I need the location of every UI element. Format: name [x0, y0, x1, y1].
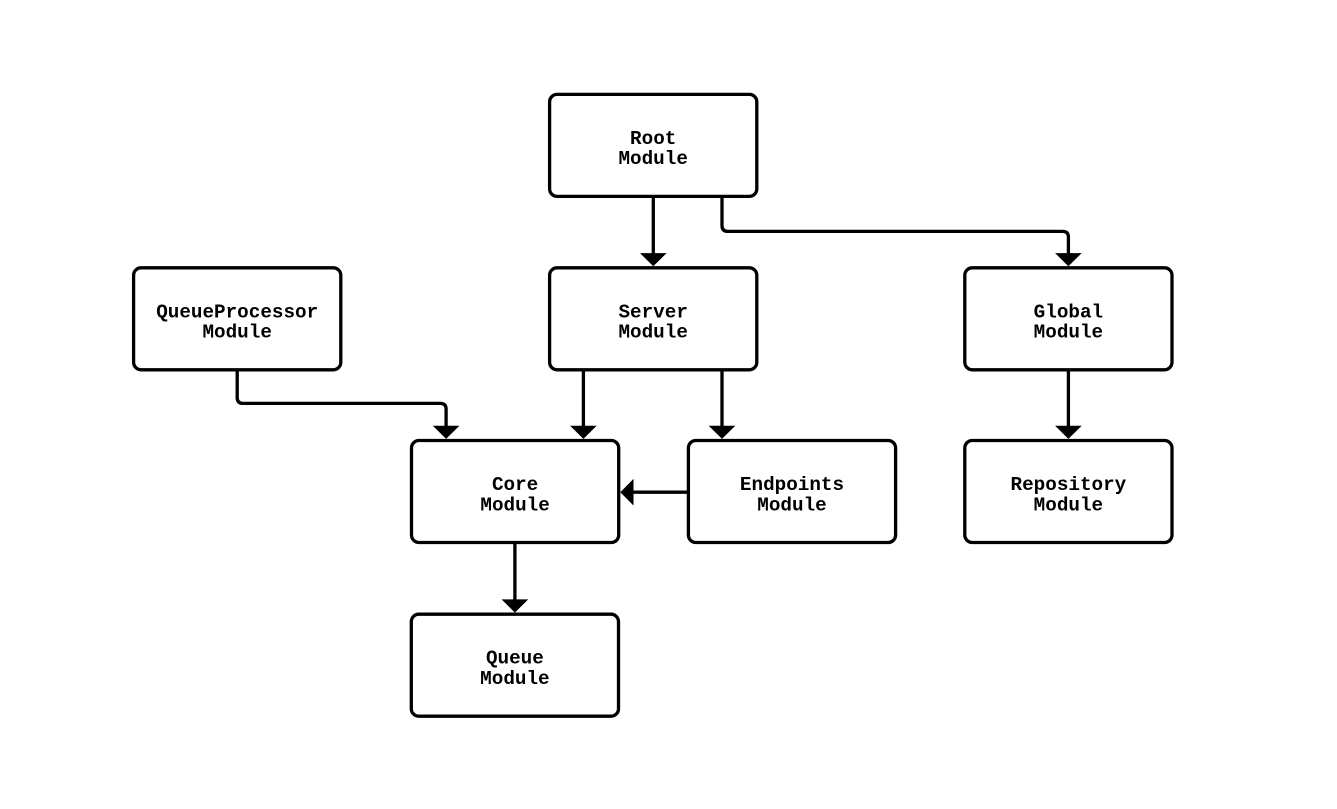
svg-text:Module: Module — [1034, 322, 1103, 344]
svg-text:Server: Server — [618, 301, 687, 323]
svg-text:Queue: Queue — [486, 648, 544, 670]
svg-text:Module: Module — [202, 322, 271, 344]
svg-text:Module: Module — [480, 668, 549, 690]
svg-text:Module: Module — [618, 148, 687, 170]
svg-text:QueueProcessor: QueueProcessor — [156, 301, 318, 323]
svg-text:Root: Root — [630, 128, 676, 150]
svg-text:Core: Core — [492, 474, 538, 496]
svg-text:Endpoints: Endpoints — [740, 474, 844, 496]
svg-text:Module: Module — [1034, 494, 1103, 516]
svg-text:Module: Module — [618, 322, 687, 344]
svg-text:Module: Module — [480, 494, 549, 516]
svg-text:Module: Module — [757, 494, 826, 516]
svg-text:Repository: Repository — [1011, 474, 1127, 496]
svg-text:Global: Global — [1034, 301, 1103, 323]
